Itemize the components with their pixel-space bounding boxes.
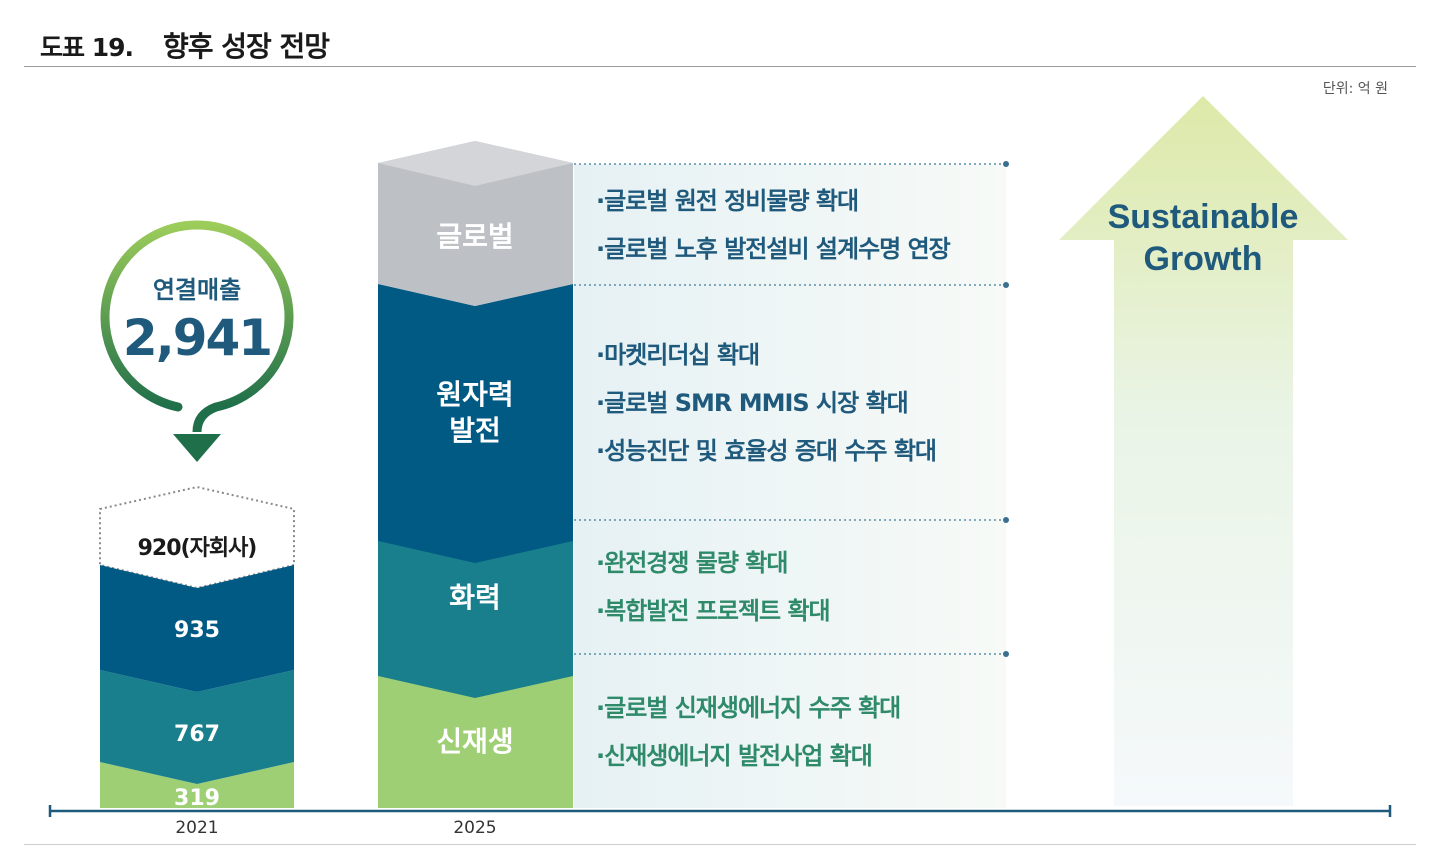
bullets-thermal: ·완전경쟁 물량 확대 ·복합발전 프로젝트 확대 <box>596 539 831 635</box>
bullets-global: ·글로벌 원전 정비물량 확대 ·글로벌 노후 발전설비 설계수명 연장 <box>596 177 951 273</box>
segment-label-thermal: 화력 <box>449 581 501 614</box>
bullet-item: ·성능진단 및 효율성 증대 수주 확대 <box>596 437 937 465</box>
figure-title: 향후 성장 전망 <box>163 30 330 63</box>
bullet-item: ·신재생에너지 발전사업 확대 <box>596 742 873 770</box>
bullet-item: ·마켓리더십 확대 <box>596 341 760 369</box>
bar-2021-label-dashed: 920(자회사) <box>138 536 257 561</box>
description-panel <box>574 164 1006 808</box>
x-tick-2021: 2021 <box>175 818 218 838</box>
figure-number: 도표 19. <box>40 33 134 62</box>
bullet-item: ·완전경쟁 물량 확대 <box>596 549 788 577</box>
bar-2021-teal <box>100 670 294 784</box>
bullet-item: ·글로벌 SMR MMIS 시장 확대 <box>596 389 909 417</box>
bar-2021-label-navy: 935 <box>174 618 220 643</box>
segment-label-renewable: 신재생 <box>436 725 513 758</box>
bullet-item: ·글로벌 노후 발전설비 설계수명 연장 <box>596 235 951 263</box>
bar-2025-gray-top <box>378 141 573 186</box>
callout-value: 2,941 <box>123 309 271 367</box>
callout-arrow-head-icon <box>173 434 221 462</box>
bar-2025-gray <box>378 141 573 306</box>
unit-label: 단위: 억 원 <box>1322 81 1388 97</box>
bullet-item: ·복합발전 프로젝트 확대 <box>596 597 831 625</box>
bullets-nuclear: ·마켓리더십 확대 ·글로벌 SMR MMIS 시장 확대 ·성능진단 및 효율… <box>596 331 937 475</box>
divider-dots <box>1003 161 1009 657</box>
callout-label: 연결매출 <box>153 276 241 304</box>
segment-label-global: 글로벌 <box>436 220 513 253</box>
bullets-renewable: ·글로벌 신재생에너지 수주 확대 ·신재생에너지 발전사업 확대 <box>596 684 901 780</box>
bar-2021-dashed <box>99 485 295 590</box>
bar-2021-label-green: 319 <box>174 786 220 811</box>
bullet-item: ·글로벌 원전 정비물량 확대 <box>596 187 859 215</box>
bar-2025-green <box>378 654 573 808</box>
bar-2021-navy <box>100 565 294 692</box>
x-tick-2025: 2025 <box>453 818 496 838</box>
bullet-item: ·글로벌 신재생에너지 수주 확대 <box>596 694 901 722</box>
bar-2021-label-teal: 767 <box>174 722 220 747</box>
callout-ring <box>100 220 294 412</box>
header-rule <box>24 66 1416 67</box>
growth-arrow <box>1059 96 1348 806</box>
bottom-rule <box>24 844 1416 845</box>
bar-2025-teal <box>378 519 573 698</box>
callout-arrow-stem <box>192 402 218 433</box>
panel-dividers <box>574 163 1006 655</box>
growth-text-line1: Sustainable <box>1108 198 1299 236</box>
growth-text-line2: Growth <box>1144 240 1263 278</box>
bar-2025-navy <box>378 284 573 563</box>
bar-2021-green <box>100 762 294 808</box>
